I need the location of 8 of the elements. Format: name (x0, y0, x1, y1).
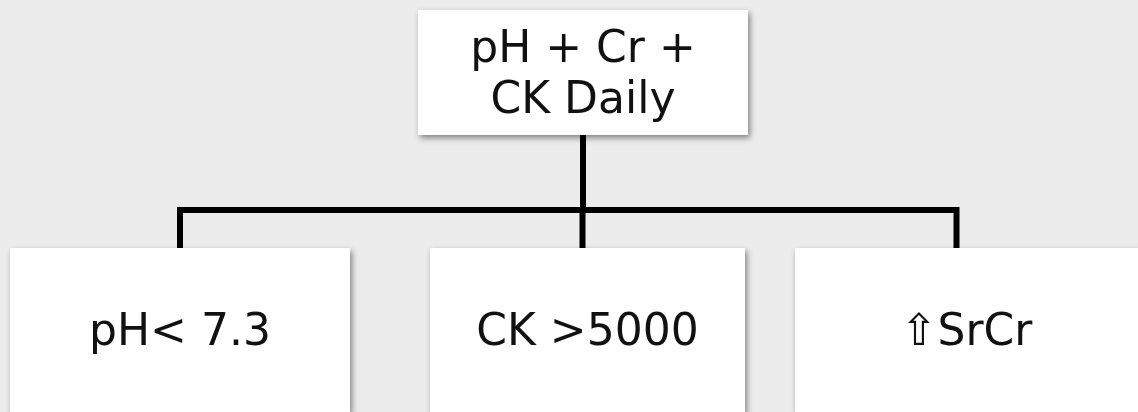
node-label: pH< 7.3 (89, 304, 271, 356)
node-label: pH + Cr + CK Daily (469, 21, 697, 124)
process-box (430, 248, 745, 412)
node-label: ⇧SrCr (900, 304, 1033, 356)
process-box (795, 248, 1138, 412)
process-box (10, 248, 350, 412)
title-box (418, 10, 748, 135)
node-label: CK >5000 (476, 304, 699, 356)
